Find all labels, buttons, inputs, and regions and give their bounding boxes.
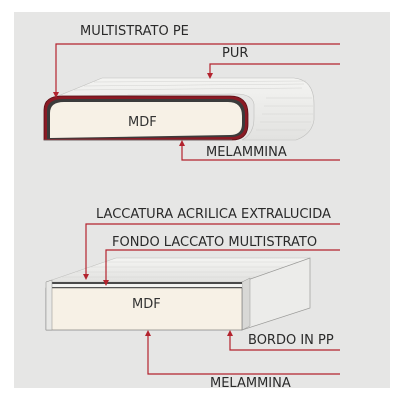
label-melammina-top: MELAMMINA [206, 145, 287, 160]
label-mdf-bottom: MDF [132, 297, 161, 312]
diagram-frame: MULTISTRATO PE PUR MDF MELAMMINA [14, 12, 390, 388]
top-worktop-surface [57, 77, 315, 141]
mdf-core-bottom [45, 287, 243, 331]
label-multistrato-pe: MULTISTRATO PE [80, 24, 189, 39]
top-worktop-illustration [43, 77, 315, 141]
mdf-core [50, 102, 242, 138]
label-pur: PUR [222, 46, 248, 61]
top-leader-lines [53, 43, 340, 161]
bottom-leader-lines [83, 223, 340, 375]
label-laccatura: LACCATURA ACRILICA EXTRALUCIDA [96, 207, 331, 222]
diagram-canvas: MULTISTRATO PE PUR MDF MELAMMINA [43, 24, 340, 388]
label-mdf-top: MDF [128, 115, 157, 130]
bottom-worktop-illustration [45, 257, 311, 331]
label-melammina-bottom: MELAMMINA [210, 376, 291, 388]
label-bordo: BORDO IN PP [248, 333, 334, 348]
label-fondo: FONDO LACCATO MULTISTRATO [112, 235, 317, 250]
